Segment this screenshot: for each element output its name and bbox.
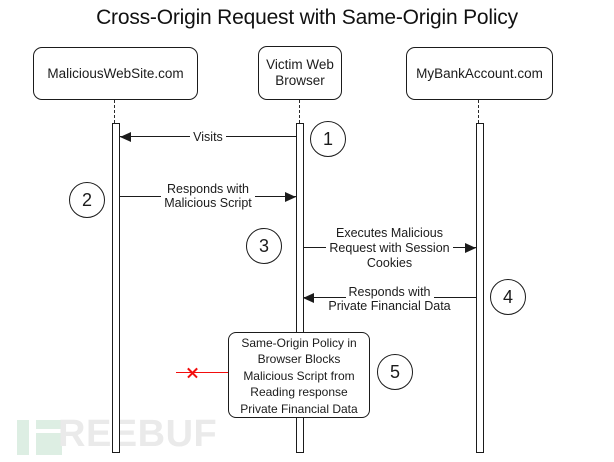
left-arrowhead-icon	[120, 132, 131, 142]
lifeline-browser	[299, 100, 300, 123]
message-line-text: Request with Session	[326, 241, 453, 255]
message-4-label: Responds with Private Financial Data	[303, 285, 476, 313]
freebuf-logo-bar-vertical-icon	[17, 420, 29, 455]
step-circle-5: 5	[377, 354, 413, 390]
message-1-label: Visits	[120, 130, 296, 144]
lifeline-bank	[478, 100, 479, 123]
lifeline-malicious	[114, 100, 115, 123]
note-line-text: Same-Origin Policy in	[241, 336, 357, 350]
activation-bar-browser	[296, 123, 304, 453]
step-circle-4: 4	[490, 279, 526, 315]
actor-box-bank: MyBankAccount.com	[406, 47, 553, 100]
actor-box-victim-browser: Victim Web Browser	[258, 46, 342, 100]
note-box-same-origin-policy: Same-Origin Policy in Browser Blocks Mal…	[228, 332, 370, 418]
message-line-text: Executes Malicious	[333, 226, 446, 240]
right-arrowhead-icon	[285, 192, 296, 202]
note-line-text: Browser Blocks	[257, 352, 341, 367]
message-3-label: Executes Malicious Request with Session …	[303, 226, 476, 271]
actor-label: MaliciousWebSite.com	[47, 65, 184, 81]
message-2-label: Responds with Malicious Script	[120, 182, 296, 210]
left-arrowhead-icon	[303, 293, 314, 303]
message-line-text: Private Financial Data	[325, 299, 454, 313]
activation-bar-malicious	[112, 123, 120, 453]
message-line-text: Cookies	[363, 256, 416, 270]
blocked-arrow-line	[176, 372, 228, 373]
step-circle-3: 3	[246, 228, 282, 264]
actor-label: Victim Web Browser	[266, 57, 334, 88]
message-line-text: Malicious Script	[161, 196, 255, 210]
step-circle-2: 2	[69, 182, 105, 218]
step-circle-1: 1	[310, 121, 346, 157]
watermark-text: REEBUF	[58, 413, 218, 455]
activation-bar-bank	[476, 123, 484, 453]
actor-label: MyBankAccount.com	[416, 65, 543, 81]
freebuf-logo-bar-bottom-icon	[36, 433, 62, 455]
diagram-title: Cross-Origin Request with Same-Origin Po…	[96, 6, 518, 29]
message-line-text: Responds with	[345, 285, 434, 299]
watermark-freebuf: REEBUF	[0, 413, 260, 462]
note-line-text: Malicious Script from	[243, 368, 355, 383]
message-line-text: Responds with	[164, 182, 252, 196]
message-line-text: Visits	[190, 130, 226, 144]
actor-box-malicious-website: MaliciousWebSite.com	[33, 47, 198, 100]
x-marker-icon	[186, 366, 199, 379]
note-line-text: Reading response	[250, 385, 348, 400]
note-line-text: Private Financial Data	[240, 401, 358, 416]
right-arrowhead-icon	[465, 243, 476, 253]
freebuf-logo-bar-top-icon	[36, 420, 62, 429]
